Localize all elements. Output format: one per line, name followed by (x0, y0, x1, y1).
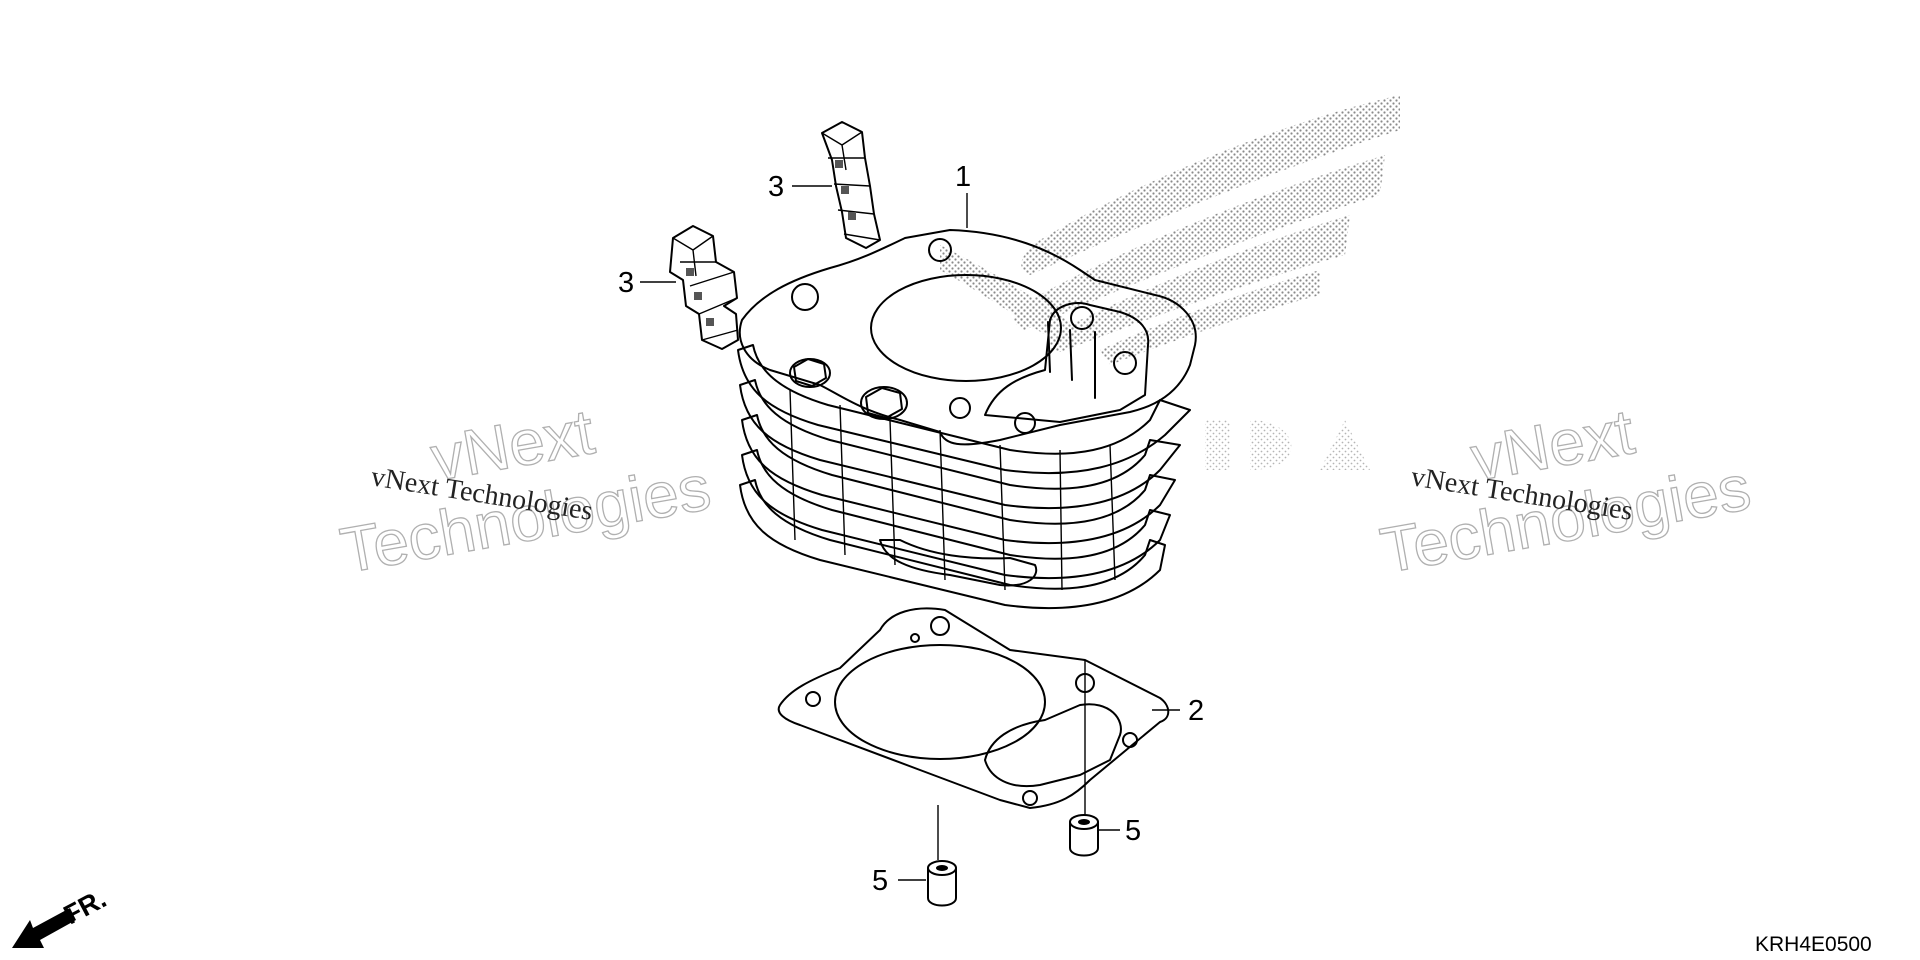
callout-dowel-right: 5 (1125, 815, 1141, 847)
callout-gasket: 2 (1188, 695, 1204, 727)
callout-cylinder: 1 (955, 161, 971, 193)
cylinder-part (737, 229, 1197, 610)
dowel-pin-right (1069, 814, 1099, 857)
diagram-code: KRH4E0500 (1755, 933, 1872, 956)
callout-insulator-right: 3 (768, 171, 784, 203)
insulator-strip-left (669, 225, 739, 350)
dowel-pin-left (927, 860, 957, 907)
callout-dowel-left: 5 (872, 865, 888, 897)
front-direction-arrow: FR. (12, 883, 111, 948)
gasket-part (777, 607, 1170, 809)
arrow-icon (12, 908, 76, 948)
brand-wing-logo (940, 95, 1400, 470)
callout-insulator-left: 3 (618, 267, 634, 299)
insulator-strip-right (821, 121, 881, 249)
leader-lines (640, 185, 1180, 881)
